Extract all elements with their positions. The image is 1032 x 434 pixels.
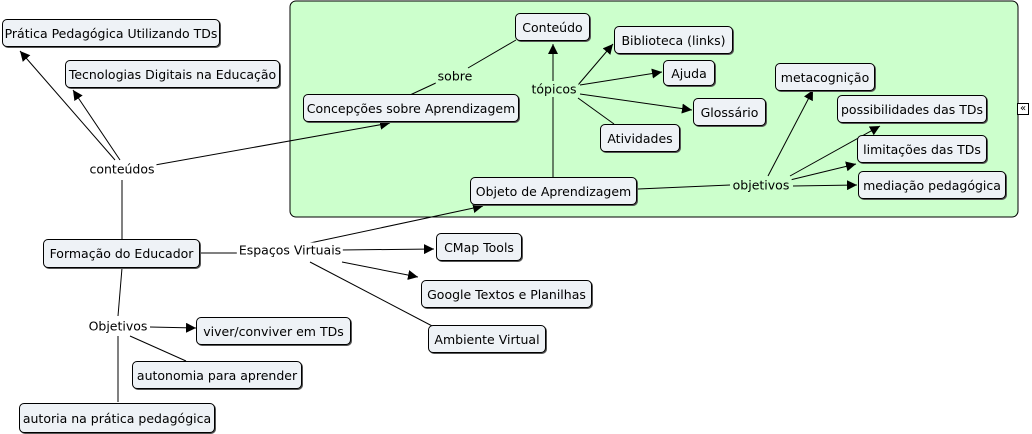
concept-atividades[interactable]: Atividades (600, 124, 680, 152)
link-objetivos-formacao[interactable]: Objetivos (86, 318, 150, 334)
concept-ambiente-virtual[interactable]: Ambiente Virtual (428, 325, 546, 353)
concept-limitacoes[interactable]: limitações das TDs (857, 135, 987, 163)
link-conteudos[interactable]: conteúdos (87, 161, 157, 177)
link-objetivos-objeto[interactable]: objetivos (730, 177, 792, 193)
concept-mediacao[interactable]: mediação pedagógica (858, 171, 1006, 199)
link-sobre[interactable]: sobre (435, 68, 475, 84)
concept-google-textos[interactable]: Google Textos e Planilhas (421, 280, 592, 308)
concept-ajuda[interactable]: Ajuda (663, 60, 715, 86)
collapse-chevron-icon[interactable]: « (1017, 103, 1029, 115)
link-topicos[interactable]: tópicos (529, 81, 579, 97)
concept-biblioteca[interactable]: Biblioteca (links) (614, 26, 733, 54)
concept-conteudo[interactable]: Conteúdo (515, 13, 590, 41)
link-espacos-virtuais[interactable]: Espaços Virtuais (236, 242, 344, 258)
concept-objeto-aprendizagem[interactable]: Objeto de Aprendizagem (470, 177, 637, 205)
concept-formacao-educador[interactable]: Formação do Educador (43, 239, 200, 268)
concept-viver-conviver[interactable]: viver/conviver em TDs (196, 317, 351, 345)
concept-possibilidades[interactable]: possibilidades das TDs (837, 95, 987, 123)
concept-metacognicao[interactable]: metacognição (775, 63, 875, 91)
concept-concepcoes-aprendizagem[interactable]: Concepções sobre Aprendizagem (303, 94, 519, 122)
concept-autonomia[interactable]: autonomia para aprender (132, 361, 302, 389)
concept-pratica-pedagogica[interactable]: Prática Pedagógica Utilizando TDs (2, 19, 220, 47)
concept-autoria[interactable]: autoria na prática pedagógica (19, 403, 215, 433)
concept-glossario[interactable]: Glossário (693, 98, 766, 126)
concept-cmap-tools[interactable]: CMap Tools (436, 233, 522, 261)
concept-tecnologias-digitais[interactable]: Tecnologias Digitais na Educação (65, 60, 280, 88)
